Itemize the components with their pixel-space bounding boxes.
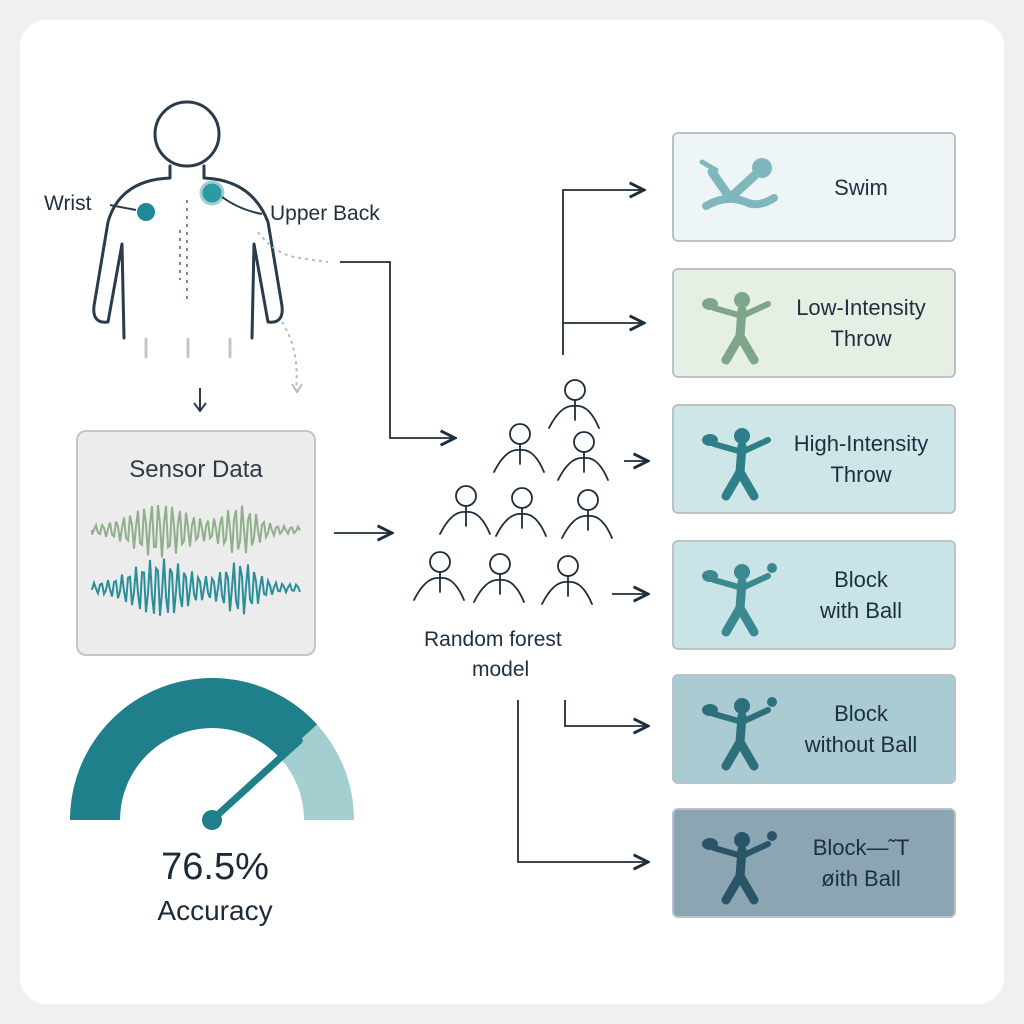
activity-1-line1: Low-Intensity [796, 295, 926, 320]
activity-5-line1: Block—˜T [812, 835, 910, 860]
activity-box-4: Block without Ball [672, 674, 956, 784]
wrist-label: Wrist [44, 192, 92, 215]
activity-1-line2: Throw [830, 326, 892, 351]
activity-3-line2: with Ball [820, 598, 902, 623]
green-waveform [91, 504, 301, 558]
head-outline [153, 100, 221, 168]
player-icon [702, 697, 777, 771]
down-arrow-icon [193, 388, 207, 413]
gauge-needle [208, 737, 303, 824]
model-label-line1: Random forest [424, 628, 562, 651]
player-icon [702, 831, 777, 905]
sensor-data-panel: Sensor Data [76, 430, 316, 656]
activity-2-line1: High-Intensity [793, 431, 929, 456]
gauge-fill [70, 678, 318, 820]
activity-2-line2: Throw [830, 462, 892, 487]
activity-4-line1: Block [834, 701, 888, 726]
sensor-data-title: Sensor Data [129, 456, 263, 483]
model-label-line2: model [472, 658, 530, 681]
player-icon [702, 563, 777, 637]
activity-label-4: Block without Ball [774, 676, 948, 782]
activity-4-line2: without Ball [804, 732, 918, 757]
left-arm-torso [92, 164, 172, 340]
body-to-model-arrow [340, 261, 455, 438]
player-icon [702, 292, 771, 365]
accuracy-label: Accuracy [157, 895, 273, 926]
random-forest-icon [413, 379, 613, 605]
activity-label-5: Block—˜T øith Ball [774, 810, 948, 916]
activity-box-3: Block with Ball [672, 540, 956, 650]
activity-box-5: Block—˜T øith Ball [672, 808, 956, 918]
arrow-to-swim [562, 190, 644, 355]
activity-box-0: Swim [672, 132, 956, 242]
arrow-to-block-last [517, 700, 648, 862]
arrow-to-block-noball [564, 700, 648, 726]
activity-label-3: Block with Ball [774, 542, 948, 648]
gauge-hub [202, 810, 222, 830]
upper-back-sensor-icon [199, 180, 225, 206]
player-icon [702, 428, 771, 501]
activity-3-line1: Block [834, 567, 888, 592]
upper-back-label: Upper Back [270, 202, 380, 225]
activity-5-line2: øith Ball [821, 866, 901, 891]
teal-waveform [91, 558, 301, 616]
swimmer-icon [699, 158, 778, 210]
activity-label-0: Swim [774, 134, 948, 240]
wrist-sensor-icon [137, 203, 155, 221]
right-arm-torso [202, 164, 284, 340]
activity-0-line1: Swim [834, 174, 888, 200]
accuracy-value: 76.5% [161, 846, 269, 888]
